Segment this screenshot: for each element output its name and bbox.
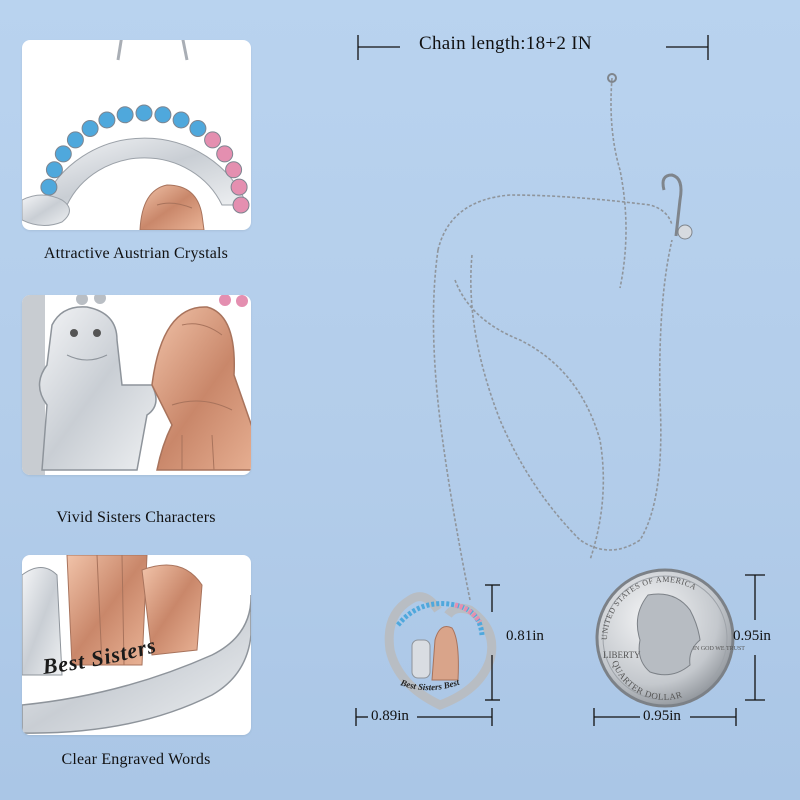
pendant-width-label: 0.89in	[371, 708, 409, 724]
svg-text:UNITED STATES OF AMERICA: UNITED STATES OF AMERICA	[600, 575, 698, 640]
crystal-rainbow-image	[22, 40, 250, 230]
quarter-coin-icon: UNITED STATES OF AMERICA QUARTER DOLLAR …	[595, 568, 745, 708]
crystal-stone	[81, 120, 99, 137]
pendant-height-label: 0.81in	[506, 628, 544, 644]
crystal-stone	[45, 161, 63, 179]
feature-card-engraving: Best Sisters	[22, 555, 251, 735]
coin-bottom-text: QUARTER DOLLAR	[610, 659, 683, 702]
crystal-stone	[189, 120, 207, 137]
crystal-stone	[154, 106, 172, 124]
chain-length-label: Chain length:18+2 IN	[419, 33, 592, 54]
crystal-stone	[54, 145, 72, 163]
engraving-image: Best Sisters	[22, 555, 251, 734]
crystal-stone	[230, 178, 248, 196]
crystal-stone	[232, 196, 250, 214]
coin-top-text: UNITED STATES OF AMERICA	[600, 575, 698, 640]
crystal-stone	[116, 106, 134, 124]
crystal-stone	[225, 161, 243, 179]
coin-width-label: 0.95in	[643, 708, 681, 724]
feature-caption-crystals: Attractive Austrian Crystals	[43, 245, 229, 262]
svg-text:Best Sisters Best: Best Sisters Best	[398, 677, 461, 693]
crystal-stone	[216, 145, 234, 163]
feature-caption-engraving: Clear Engraved Words	[61, 751, 211, 768]
clasp-icon	[607, 73, 693, 240]
svg-text:QUARTER DOLLAR: QUARTER DOLLAR	[610, 659, 683, 702]
coin-motto-text: IN GOD WE TRUST	[693, 646, 745, 652]
coin-height-label: 0.95in	[733, 628, 771, 644]
feature-card-crystals	[22, 40, 251, 230]
feature-card-sisters	[22, 295, 251, 475]
sisters-figures-image	[22, 295, 251, 475]
crystal-stone	[66, 131, 84, 149]
necklace-chain	[432, 77, 673, 601]
pendant-engraving-text: Best Sisters Best	[398, 677, 461, 693]
crystal-stone	[40, 178, 58, 196]
feature-caption-sisters: Vivid Sisters Characters	[56, 509, 216, 526]
crystal-stone	[204, 131, 222, 149]
pendant-icon: Best Sisters Best	[384, 592, 497, 710]
pendant-height-dimension	[485, 584, 500, 701]
coin-liberty-text: LIBERTY	[603, 650, 641, 660]
crystal-stone	[98, 111, 116, 129]
crystal-stone	[135, 104, 153, 122]
crystal-stone	[172, 111, 190, 129]
